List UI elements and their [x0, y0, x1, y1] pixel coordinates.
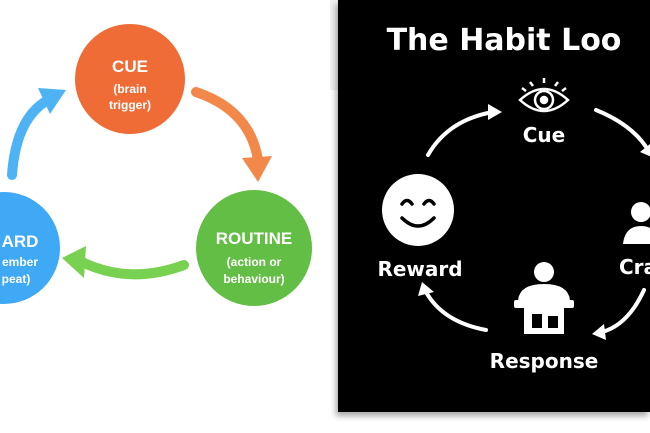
smiley-icon [382, 174, 454, 246]
cue-line1: (brain [113, 82, 146, 96]
arrow-reward-to-cue [7, 88, 66, 180]
arrow-response-to-reward [418, 282, 488, 332]
cue-label: Cue [523, 123, 565, 147]
reward-line2: peat) [2, 272, 31, 286]
arrow-routine-to-reward [62, 246, 189, 280]
habit-loop-title: The Habit Loo [387, 23, 622, 58]
eye-icon [518, 78, 570, 113]
reward-label: Reward [377, 257, 462, 281]
reward-title: ARD [2, 232, 39, 251]
reward-line1: ember [2, 255, 38, 269]
person-at-desk-icon [514, 262, 574, 334]
routine-line2: behaviour) [223, 272, 284, 286]
habit-cycle-svg: CUE (brain trigger) ROUTINE (action or b… [0, 24, 312, 306]
habit-loop-svg: The Habit Loo Cue Cra Respon [377, 23, 650, 373]
craving-label: Cra [619, 255, 650, 279]
arrow-cue-to-routine [191, 87, 272, 182]
cue-title: CUE [112, 57, 148, 76]
arrow-craving-to-response [592, 288, 646, 340]
habit-diagram-color: CUE (brain trigger) ROUTINE (action or b… [0, 0, 333, 322]
panel-divider [330, 0, 338, 90]
response-label: Response [490, 349, 599, 373]
person-icon [623, 202, 650, 244]
reward-node: ARD ember peat) [0, 192, 60, 304]
routine-title: ROUTINE [216, 229, 293, 248]
routine-line1: (action or [227, 255, 282, 269]
cue-node: CUE (brain trigger) [75, 24, 185, 134]
arrow-reward-to-cue [426, 104, 502, 157]
habit-loop-panel: The Habit Loo Cue Cra Respon [338, 0, 650, 412]
arrow-cue-to-craving [594, 108, 650, 157]
routine-node: ROUTINE (action or behaviour) [196, 190, 312, 306]
cue-line2: trigger) [109, 98, 151, 112]
